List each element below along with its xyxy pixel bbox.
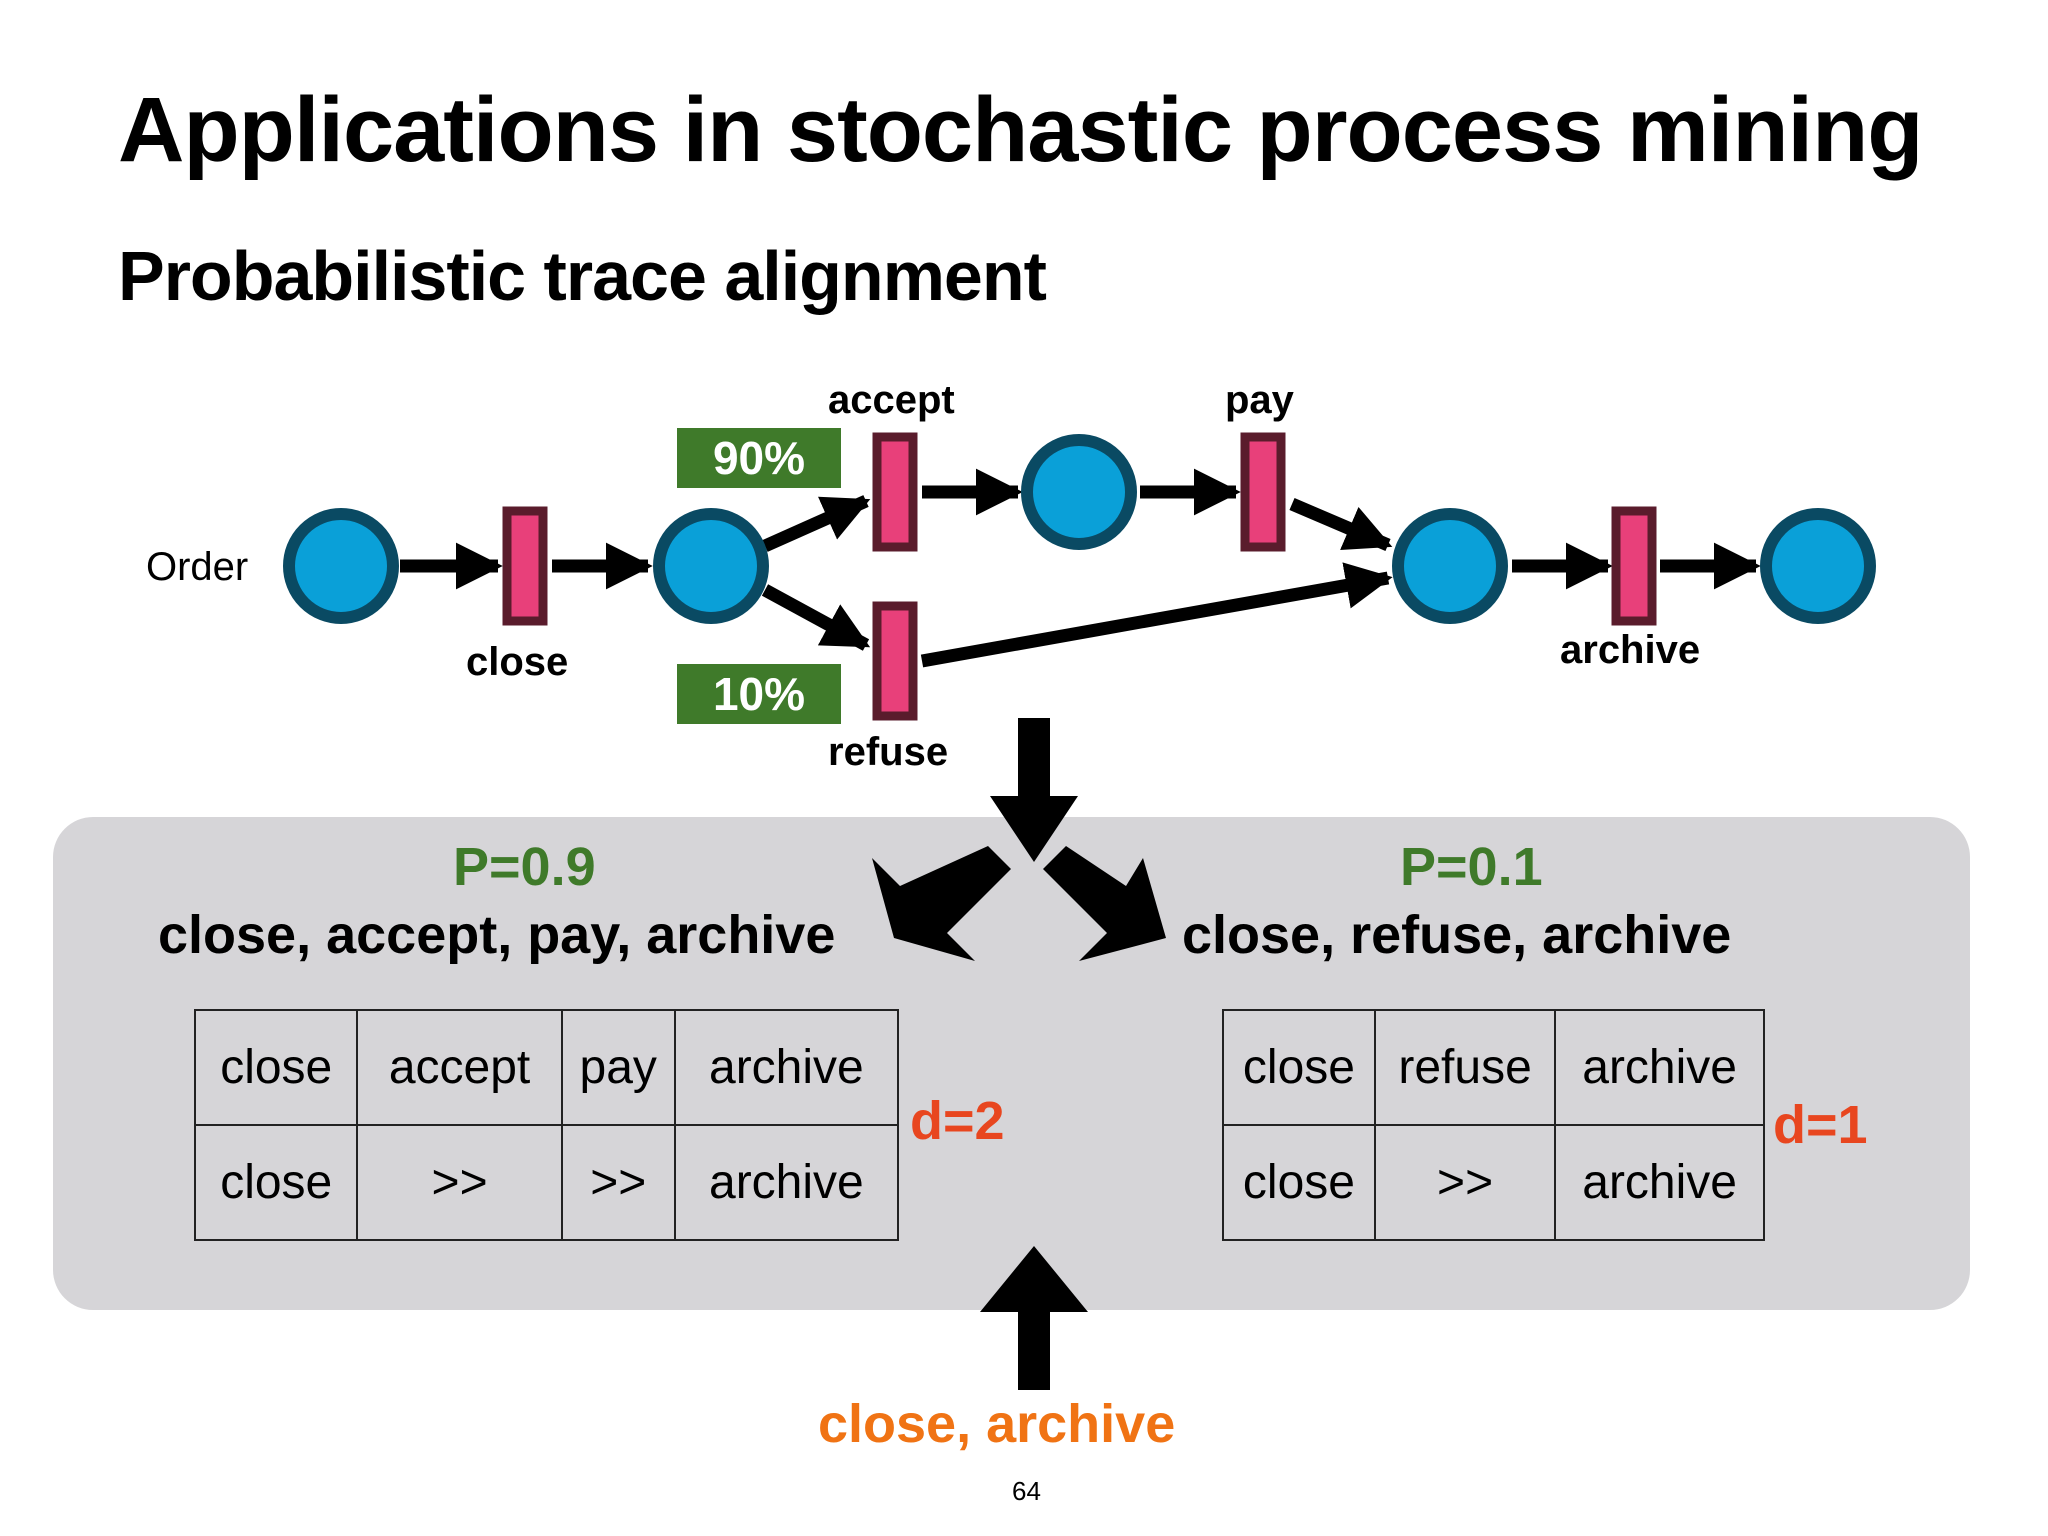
table-cell: close bbox=[1222, 1124, 1376, 1241]
flow-arrows bbox=[872, 718, 1166, 1390]
place-p4 bbox=[1392, 508, 1508, 624]
label-archive: archive bbox=[1560, 628, 1701, 672]
left-trace: close, accept, pay, archive bbox=[158, 905, 836, 965]
transition-pay bbox=[1240, 432, 1286, 552]
right-trace: close, refuse, archive bbox=[1182, 905, 1732, 965]
places bbox=[283, 434, 1876, 624]
table-cell: archive bbox=[1554, 1009, 1765, 1126]
table-cell: pay bbox=[560, 1009, 676, 1126]
right-alignment-table: close refuse archive close >> archive bbox=[1222, 1009, 1765, 1241]
table-cell: close bbox=[193, 1124, 359, 1241]
transition-refuse bbox=[872, 601, 918, 721]
transition-close bbox=[502, 506, 548, 626]
table-cell: >> bbox=[560, 1124, 676, 1241]
arc-pay-p4 bbox=[1289, 498, 1393, 551]
table-cell: archive bbox=[1554, 1124, 1765, 1241]
table-cell: refuse bbox=[1373, 1009, 1557, 1126]
start-label: Order bbox=[146, 545, 249, 589]
table-row: close refuse archive bbox=[1222, 1009, 1765, 1126]
transition-archive bbox=[1611, 506, 1657, 626]
table-cell: close bbox=[1222, 1009, 1376, 1126]
arcs bbox=[400, 468, 1761, 668]
arc-p2-refuse bbox=[761, 584, 871, 651]
place-p2 bbox=[653, 508, 769, 624]
place-start bbox=[283, 508, 399, 624]
place-end bbox=[1760, 508, 1876, 624]
table-row: close accept pay archive bbox=[193, 1009, 900, 1126]
right-probability: P=0.1 bbox=[1400, 837, 1543, 897]
label-pay: pay bbox=[1225, 378, 1294, 422]
table-cell: >> bbox=[1373, 1124, 1557, 1241]
transition-accept bbox=[872, 432, 918, 552]
left-distance: d=2 bbox=[910, 1091, 1005, 1151]
table-cell: close bbox=[193, 1009, 359, 1126]
arc-p2-accept bbox=[762, 495, 871, 552]
arc-refuse-p4 bbox=[920, 562, 1393, 668]
up-arrow bbox=[980, 1246, 1088, 1390]
slide-title: Applications in stochastic process minin… bbox=[118, 79, 1923, 181]
label-refuse: refuse bbox=[828, 730, 949, 774]
probability-refuse-box: 10% bbox=[677, 664, 841, 724]
table-cell: >> bbox=[356, 1124, 563, 1241]
place-p3 bbox=[1021, 434, 1137, 550]
table-cell: archive bbox=[673, 1124, 900, 1241]
label-close: close bbox=[466, 640, 569, 684]
page-number: 64 bbox=[1012, 1476, 1041, 1506]
right-distance: d=1 bbox=[1773, 1095, 1868, 1155]
left-alignment-table: close accept pay archive close >> >> arc… bbox=[193, 1009, 900, 1241]
table-cell: accept bbox=[356, 1009, 563, 1126]
left-probability: P=0.9 bbox=[453, 837, 596, 897]
arrow-to-right-alignment bbox=[1043, 846, 1166, 961]
probability-accept-box: 90% bbox=[677, 428, 841, 488]
table-row: close >> archive bbox=[1222, 1124, 1765, 1241]
slide-subtitle: Probabilistic trace alignment bbox=[118, 237, 1047, 315]
table-row: close >> >> archive bbox=[193, 1124, 900, 1241]
observed-trace: close, archive bbox=[818, 1394, 1176, 1454]
arrow-to-left-alignment bbox=[872, 846, 1011, 961]
down-arrow bbox=[990, 718, 1078, 862]
transitions bbox=[502, 432, 1657, 721]
table-cell: archive bbox=[673, 1009, 900, 1126]
label-accept: accept bbox=[828, 378, 955, 422]
